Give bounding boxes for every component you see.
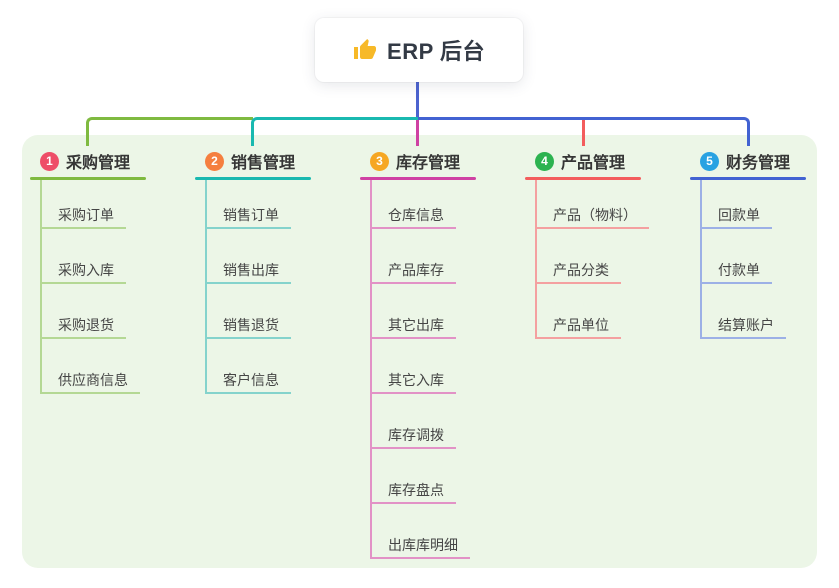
leaf-node[interactable]: 产品（物料） <box>535 203 649 229</box>
branch-node-1[interactable]: 1 采购管理 <box>40 150 130 172</box>
root-node-erp-backend[interactable]: ERP 后台 <box>315 18 523 82</box>
leaf-node[interactable]: 采购订单 <box>40 203 126 229</box>
leaf-node[interactable]: 客户信息 <box>205 368 291 394</box>
leaf-node[interactable]: 其它出库 <box>370 313 456 339</box>
leaf-node[interactable]: 产品分类 <box>535 258 621 284</box>
branch-title-label: 产品管理 <box>561 155 626 172</box>
leaf-node[interactable]: 回款单 <box>700 203 772 229</box>
leaf-node[interactable]: 采购退货 <box>40 313 126 339</box>
branch-title-label: 采购管理 <box>66 155 131 172</box>
branch-title-label: 财务管理 <box>726 155 791 172</box>
branch-number-badge: 3 <box>370 151 389 171</box>
leaf-node[interactable]: 销售订单 <box>205 203 291 229</box>
leaf-node[interactable]: 库存调拨 <box>370 423 456 449</box>
leaf-node[interactable]: 采购入库 <box>40 258 126 284</box>
branch-node-3[interactable]: 3 库存管理 <box>370 150 460 172</box>
leaf-node[interactable]: 结算账户 <box>700 313 786 339</box>
leaf-node[interactable]: 出库库明细 <box>370 533 470 559</box>
branch-number-badge: 5 <box>700 151 719 171</box>
root-node-label: ERP 后台 <box>387 39 485 64</box>
branch-stem <box>535 180 537 339</box>
branch-title-underline <box>690 177 806 180</box>
branch-stem <box>205 180 207 394</box>
branch-stem <box>700 180 702 339</box>
edge-branch-5 <box>418 117 750 146</box>
leaf-node[interactable]: 供应商信息 <box>40 368 140 394</box>
branch-title-label: 销售管理 <box>231 155 296 172</box>
branch-stem <box>40 180 42 394</box>
edge-branch-1 <box>86 117 253 146</box>
branch-number-badge: 1 <box>40 151 59 171</box>
leaf-node[interactable]: 库存盘点 <box>370 478 456 504</box>
branch-title-underline <box>360 177 476 180</box>
leaf-node[interactable]: 销售出库 <box>205 258 291 284</box>
branch-title-label: 库存管理 <box>396 155 461 172</box>
branch-number-badge: 4 <box>535 151 554 171</box>
branch-title-underline <box>30 177 146 180</box>
branch-title-underline <box>525 177 641 180</box>
leaf-node[interactable]: 仓库信息 <box>370 203 456 229</box>
edge-branch-2 <box>251 117 418 146</box>
branch-node-2[interactable]: 2 销售管理 <box>205 150 295 172</box>
edge-root-vertical <box>416 82 419 120</box>
branch-title-underline <box>195 177 311 180</box>
leaf-node[interactable]: 其它入库 <box>370 368 456 394</box>
branch-number-badge: 2 <box>205 151 224 171</box>
edge-branch-3 <box>416 120 419 146</box>
branches-background-panel <box>22 135 817 568</box>
leaf-node[interactable]: 产品单位 <box>535 313 621 339</box>
leaf-node[interactable]: 产品库存 <box>370 258 456 284</box>
thumbs-up-icon <box>354 39 377 59</box>
leaf-node[interactable]: 付款单 <box>700 258 772 284</box>
leaf-node[interactable]: 销售退货 <box>205 313 291 339</box>
branch-stem <box>370 180 372 559</box>
branch-node-4[interactable]: 4 产品管理 <box>535 150 625 172</box>
edge-branch-4 <box>582 120 585 146</box>
branch-node-5[interactable]: 5 财务管理 <box>700 150 790 172</box>
